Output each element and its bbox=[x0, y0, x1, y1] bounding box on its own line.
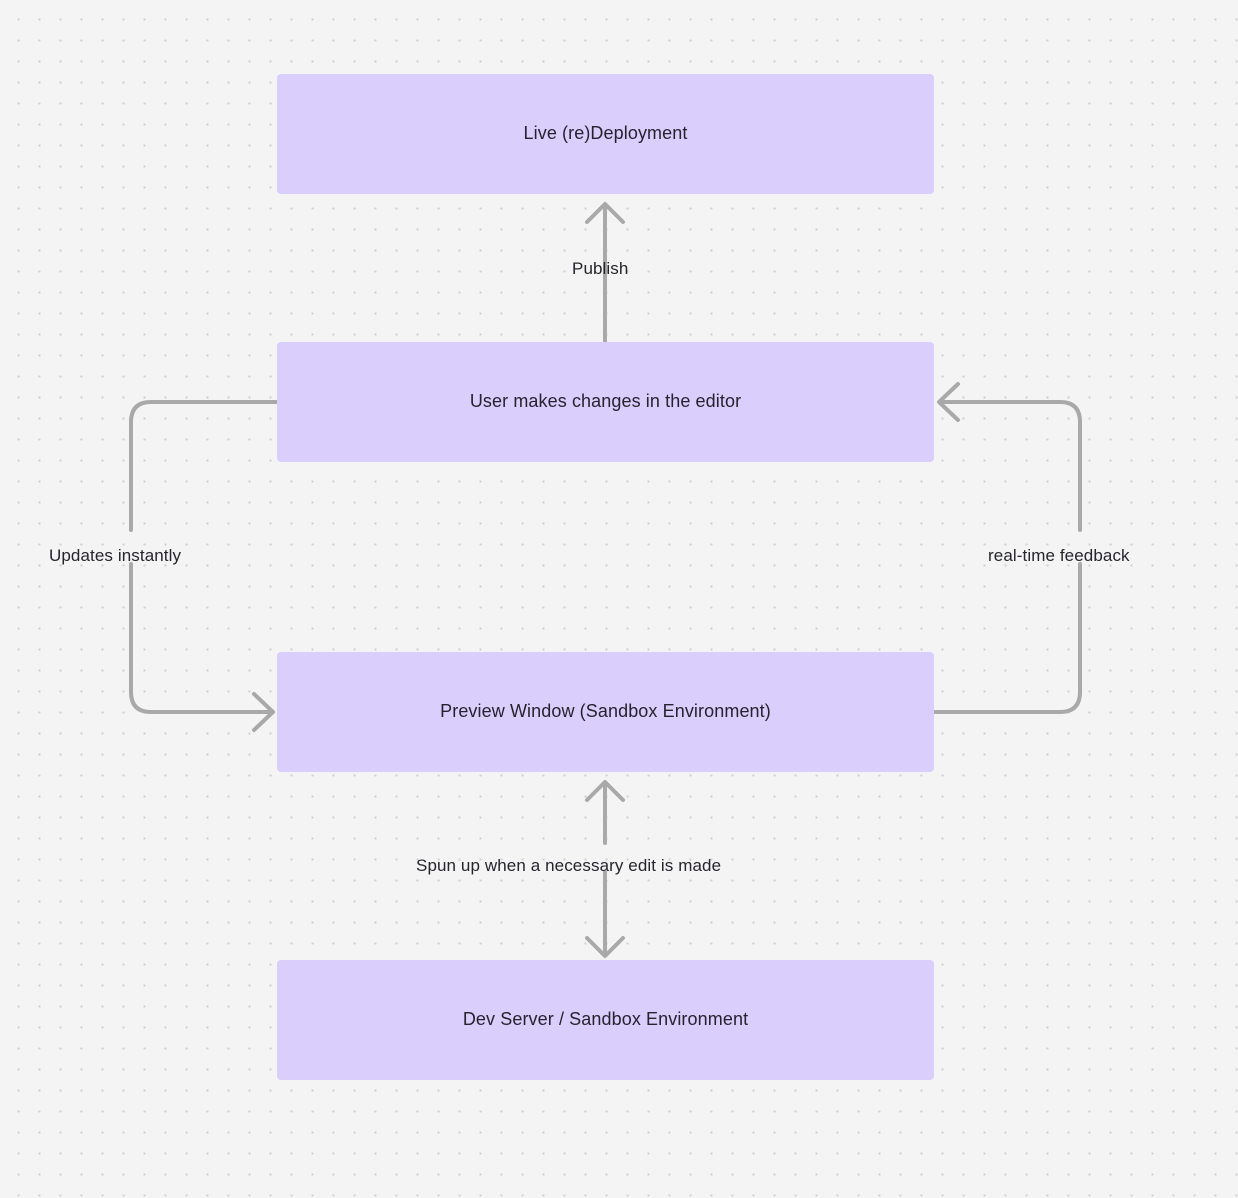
node-preview-window[interactable]: Preview Window (Sandbox Environment) bbox=[277, 652, 934, 772]
edge-label-real-time-feedback: real-time feedback bbox=[988, 546, 1130, 565]
edge-label-spun-up: Spun up when a necessary edit is made bbox=[416, 856, 722, 875]
edge-label-updates-instantly: Updates instantly bbox=[49, 546, 182, 565]
node-dev-server[interactable]: Dev Server / Sandbox Environment bbox=[277, 960, 934, 1080]
node-label: User makes changes in the editor bbox=[469, 391, 742, 412]
node-label: Dev Server / Sandbox Environment bbox=[462, 1009, 749, 1030]
node-user-edits[interactable]: User makes changes in the editor bbox=[277, 342, 934, 462]
node-live-redeployment[interactable]: Live (re)Deployment bbox=[277, 74, 934, 194]
node-label: Live (re)Deployment bbox=[523, 123, 688, 144]
node-label: Preview Window (Sandbox Environment) bbox=[440, 701, 771, 722]
edge-label-publish: Publish bbox=[572, 259, 629, 278]
